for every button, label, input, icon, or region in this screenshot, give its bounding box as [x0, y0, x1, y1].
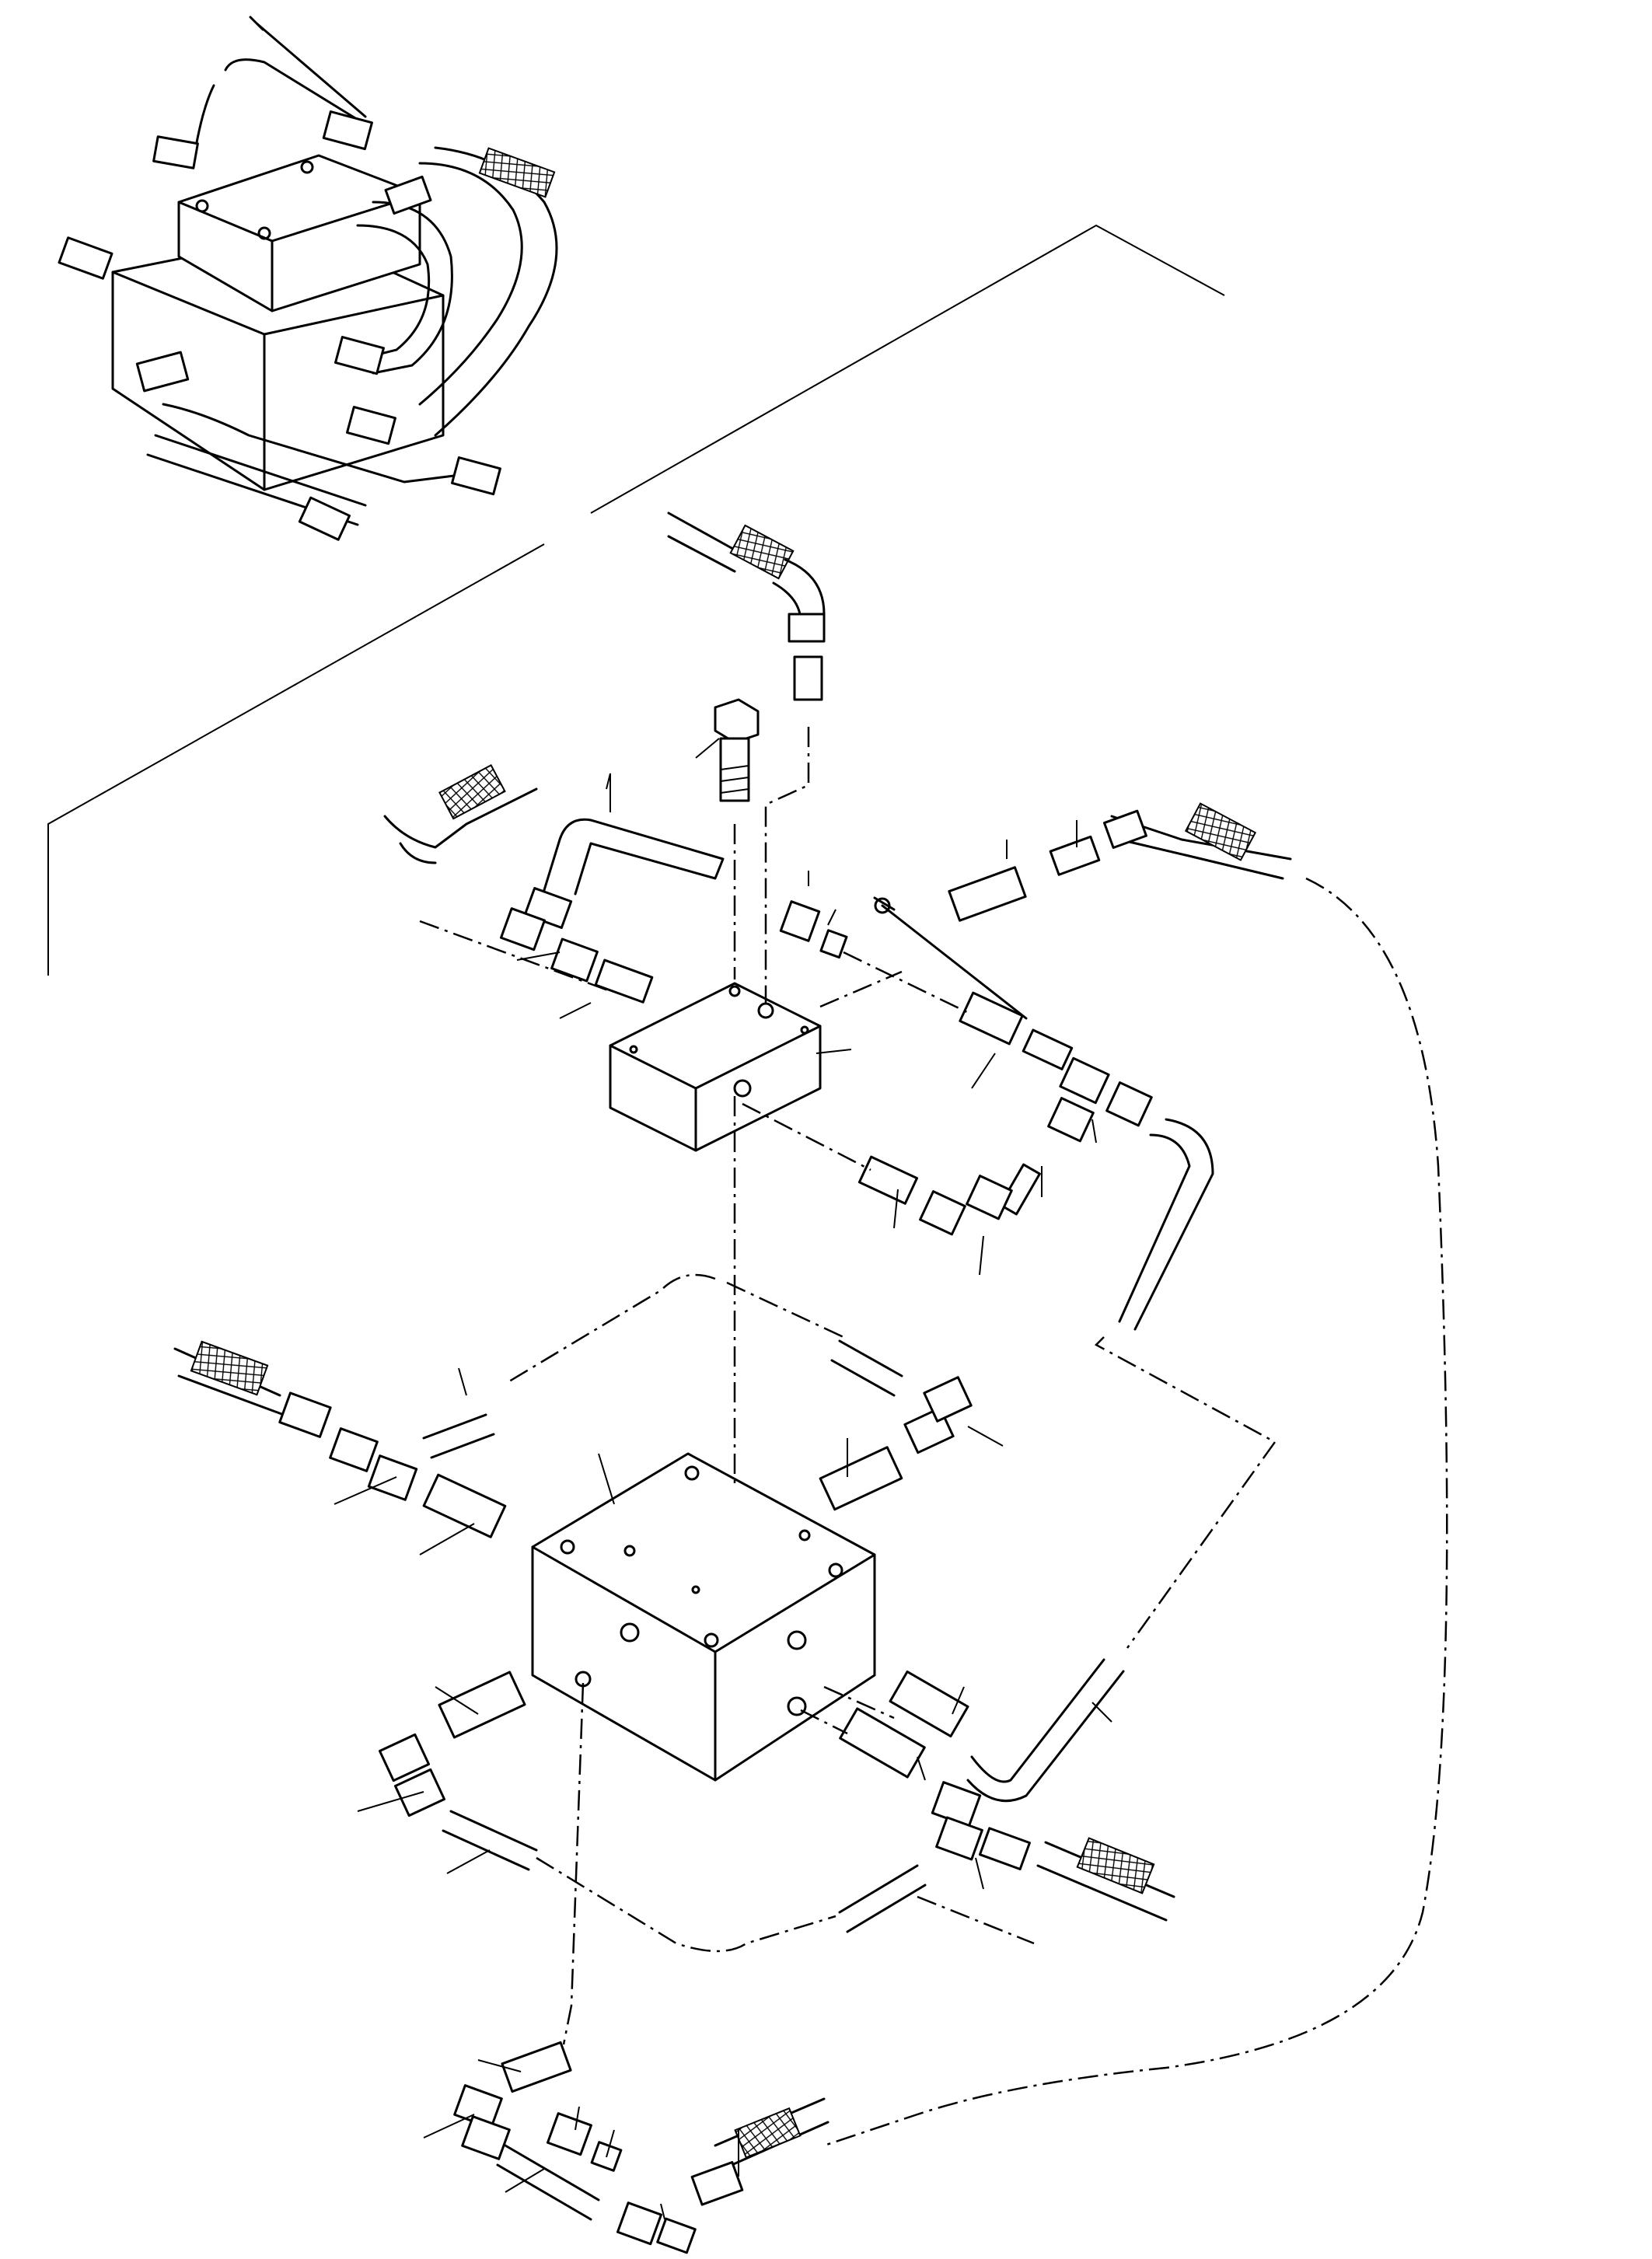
fittings [278, 809, 1153, 2254]
assembled-view-inset [58, 16, 558, 541]
lower-manifold-block [531, 1452, 876, 1782]
upper-hose-elbow [667, 512, 826, 701]
mounting-bolt [714, 698, 760, 802]
rigid-pipes [422, 818, 1214, 2221]
centerlines [419, 727, 1448, 2147]
hoses [173, 764, 1292, 2170]
callout-leaders [334, 738, 1112, 2220]
ghost-outline-plane [47, 224, 1225, 976]
upper-manifold-block [609, 982, 822, 1152]
